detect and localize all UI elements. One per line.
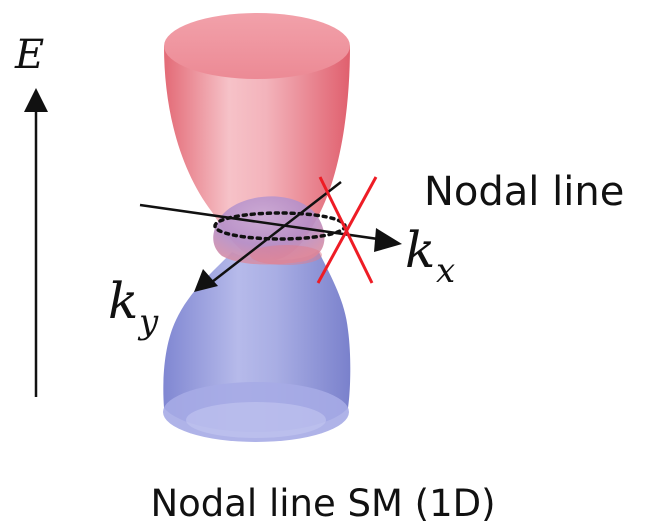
energy-axis-label: E [14, 32, 44, 78]
kx-axis-arrowhead-icon [374, 228, 402, 252]
kx-label: k x [405, 221, 455, 291]
nodal-line-label: Nodal line [424, 169, 624, 215]
energy-axis-arrowhead-icon [24, 88, 48, 112]
energy-axis: E [14, 32, 48, 397]
lower-band [163, 250, 351, 442]
kx-label-base: k [405, 221, 435, 279]
band-touching-region [213, 196, 325, 265]
ky-label-subscript: y [137, 302, 159, 342]
ky-axis [194, 181, 342, 292]
kx-label-subscript: x [436, 251, 455, 291]
ky-label: k y [108, 272, 159, 342]
ky-label-base: k [108, 272, 138, 330]
nodal-cross-marker [316, 176, 378, 284]
ky-axis-arrowhead-icon [194, 269, 218, 292]
caption: Nodal line SM (1D) [150, 482, 495, 525]
